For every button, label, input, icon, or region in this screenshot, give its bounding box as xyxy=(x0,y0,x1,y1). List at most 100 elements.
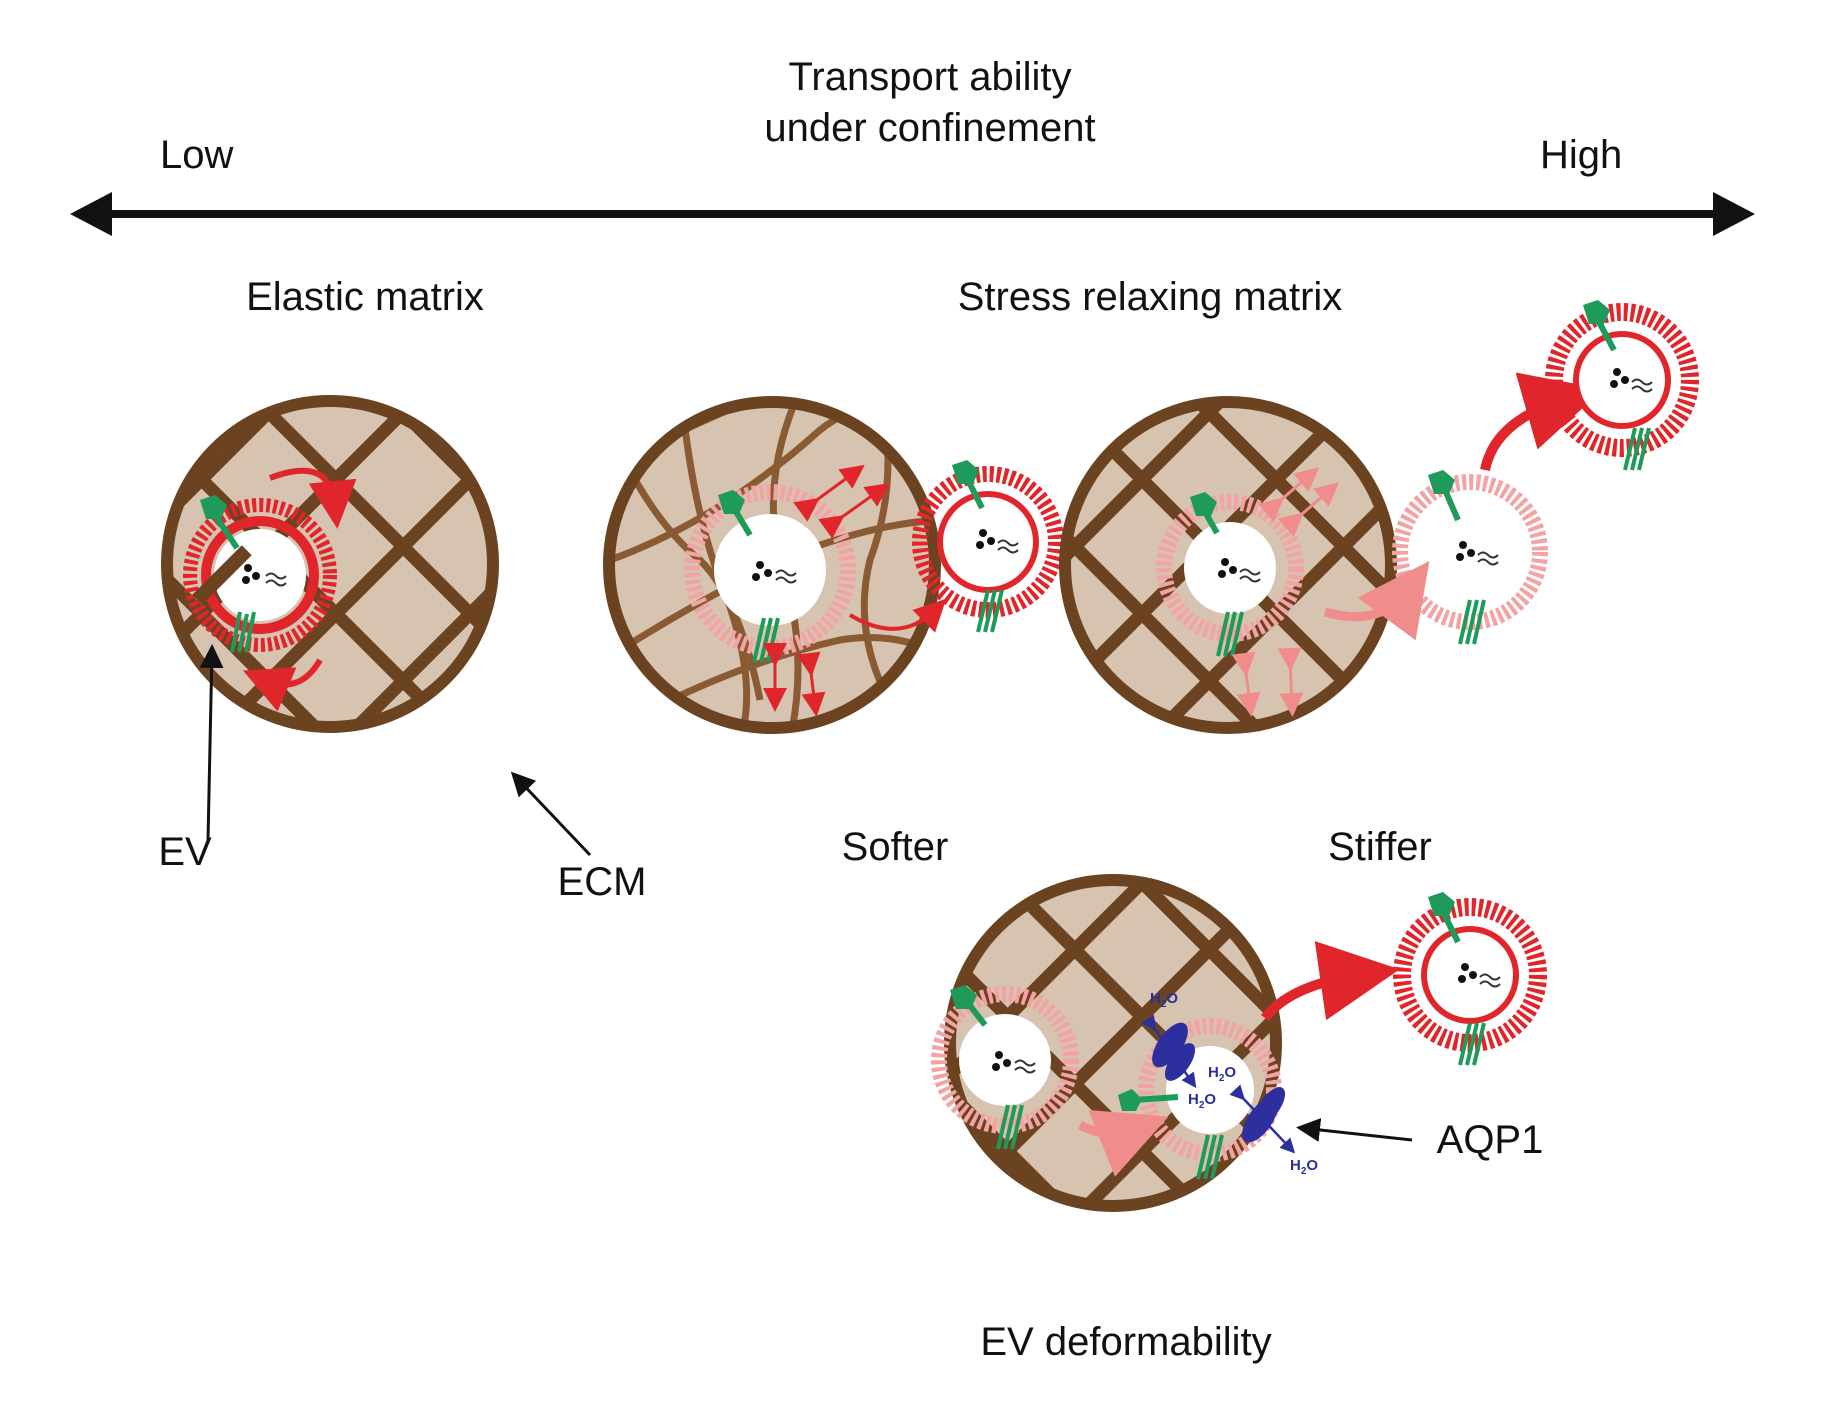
panel-stiffer xyxy=(1059,372,1604,734)
cargo-dot xyxy=(979,529,987,537)
cargo-dot xyxy=(1613,368,1621,376)
axis-left-arrowhead xyxy=(70,192,112,236)
surface-protein-head xyxy=(1428,892,1455,916)
ev-vesicle-deforming xyxy=(1392,470,1548,645)
rna-squiggle-icon xyxy=(265,572,287,587)
axis-high-label: High xyxy=(1540,133,1622,177)
surface-protein-head xyxy=(200,495,227,519)
water-flux-arrow xyxy=(1229,1084,1296,1154)
cargo-dot xyxy=(995,1051,1003,1059)
transmembrane-protein xyxy=(1458,599,1486,645)
cargo-dot xyxy=(1459,541,1467,549)
ev-vesicle-faded xyxy=(931,985,1079,1150)
vesicle-outer-leaflet xyxy=(1156,494,1304,642)
ev-vesicle-released xyxy=(912,460,1064,633)
rna-squiggle-icon xyxy=(1239,568,1261,583)
cargo-dot xyxy=(764,569,772,577)
rna-squiggle-icon xyxy=(997,539,1019,554)
deformation-arrow xyxy=(1231,651,1261,717)
transmembrane-protein xyxy=(996,1104,1024,1150)
surface-protein-head xyxy=(952,460,979,484)
panel-softer xyxy=(603,396,1064,734)
surface-protein-head xyxy=(1428,470,1455,494)
cargo-dot xyxy=(1469,971,1477,979)
ev-vesicle-escaped-bottom xyxy=(1393,892,1547,1066)
cargo-dot xyxy=(987,537,995,545)
cargo-dot xyxy=(1461,963,1469,971)
migration-arrow xyxy=(1323,561,1430,641)
label-ecm: ECM xyxy=(558,860,647,904)
cargo-dot xyxy=(1229,566,1237,574)
ev-vesicle-with-aqp1: H2O H2O H2O H2O xyxy=(1118,990,1318,1180)
water-label: H2O xyxy=(1150,990,1178,1010)
matrix-boundary xyxy=(944,874,1282,1212)
label-ev-deformability: EV deformability xyxy=(980,1320,1271,1364)
cargo-dot xyxy=(1621,376,1629,384)
transmembrane-protein xyxy=(1458,1022,1486,1066)
aqp1-pointer xyxy=(1296,1118,1413,1142)
transmembrane-protein xyxy=(1196,1134,1224,1180)
migration-arrow xyxy=(848,598,947,633)
label-aqp1: AQP1 xyxy=(1437,1118,1544,1162)
label-ev: EV xyxy=(158,830,212,874)
transmembrane-protein xyxy=(1623,427,1651,471)
surface-protein-stalk xyxy=(1440,910,1461,944)
cargo-dot xyxy=(976,541,984,549)
surface-protein-stalk xyxy=(1442,488,1461,522)
cargo-dot xyxy=(1218,570,1226,578)
vesicle-outer-leaflet xyxy=(931,986,1079,1134)
matrix-boundary xyxy=(603,396,941,734)
surface-protein-head xyxy=(950,985,977,1009)
escape-arrow xyxy=(1261,941,1400,1022)
axis-title-line2: under confinement xyxy=(764,106,1095,150)
cargo-dot xyxy=(1467,549,1475,557)
panel-elastic-matrix xyxy=(161,395,499,733)
surface-protein-head xyxy=(1190,492,1217,516)
rna-squiggle-icon xyxy=(1014,1059,1036,1074)
ev-vesicle-faded xyxy=(1156,492,1304,657)
vesicle-outer-leaflet xyxy=(912,466,1064,618)
cargo-dot xyxy=(752,573,760,581)
transport-axis xyxy=(70,192,1755,236)
migration-arrow xyxy=(1077,1109,1169,1177)
rotation-arrow xyxy=(268,467,357,529)
transmembrane-protein xyxy=(976,589,1004,633)
cargo-dot xyxy=(756,561,764,569)
water-flux-arrow xyxy=(1141,1014,1197,1089)
cargo-dot xyxy=(1458,975,1466,983)
surface-protein-stalk xyxy=(732,508,753,537)
rna-squiggle-icon xyxy=(775,569,797,584)
ecm-pointer xyxy=(510,771,592,857)
cargo-dot xyxy=(252,572,260,580)
surface-protein-stalk xyxy=(212,513,240,550)
cargo-dot xyxy=(1610,380,1618,388)
heading-elastic-matrix: Elastic matrix xyxy=(246,275,484,319)
vesicle-outer-leaflet xyxy=(1545,303,1699,457)
rna-squiggle-icon xyxy=(1479,973,1501,988)
cargo-dot xyxy=(244,564,252,572)
transmembrane-protein xyxy=(230,611,256,653)
water-label: H2O xyxy=(1208,1064,1236,1084)
cargo-dot xyxy=(1003,1059,1011,1067)
surface-protein-head xyxy=(718,490,745,514)
label-stiffer: Stiffer xyxy=(1328,825,1432,869)
rna-squiggle-icon xyxy=(1477,551,1499,566)
surface-protein-stalk xyxy=(965,478,985,510)
surface-protein-head xyxy=(1583,300,1610,324)
vesicle-outer-leaflet xyxy=(183,498,337,652)
cargo-dot xyxy=(1221,558,1229,566)
axis-right-arrowhead xyxy=(1713,192,1755,236)
cargo-dot xyxy=(1456,553,1464,561)
ev-pointer xyxy=(199,644,224,841)
cargo-dot xyxy=(242,576,250,584)
label-softer: Softer xyxy=(842,825,949,869)
vesicle-outer-leaflet xyxy=(1392,474,1548,630)
deformation-arrow xyxy=(796,651,826,717)
deformation-arrow xyxy=(1278,482,1340,537)
axis-title-line1: Transport ability xyxy=(788,55,1071,99)
cargo-dot xyxy=(992,1063,1000,1071)
transmembrane-protein xyxy=(1216,611,1244,657)
deformation-arrow xyxy=(1277,647,1304,717)
